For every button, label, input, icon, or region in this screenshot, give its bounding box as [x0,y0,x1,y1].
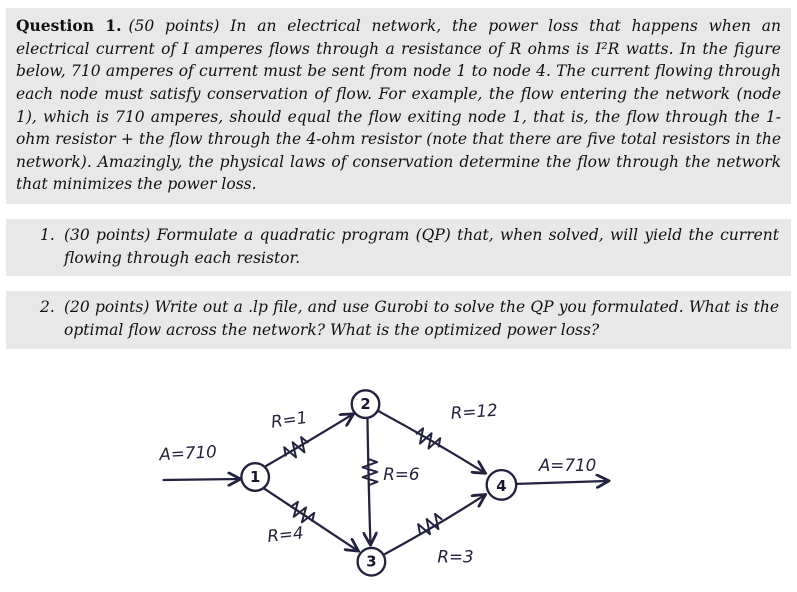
resistor-2-3-icon [361,457,379,486]
node-2-circle [350,388,381,419]
edge-label-r12: R=12 [450,399,498,422]
node-3-circle [356,546,387,577]
network-diagram: 1 2 3 4 A=710 A=710 R=1 R=12 R=6 R=4 R=3 [158,388,791,577]
edge-label-r3: R=3 [437,546,473,566]
question-paragraph: Question 1.(50 points) In an electrical … [6,8,791,204]
list-number-2: 2. [40,298,55,317]
network-figure: 1 2 3 4 A=710 A=710 R=1 R=12 R=6 R=4 R=3 [6,353,791,592]
node-4-label: 4 [496,477,506,494]
node-3-label: 3 [366,553,376,570]
node-1-circle [240,461,271,492]
list-item-part-2: 2. (20 points) Write out a .lp file, and… [6,291,791,349]
resistor-3-4-icon [417,512,443,535]
edge-1-2 [262,414,352,468]
node-2-label: 2 [360,396,370,413]
edge-2-3 [367,417,370,542]
output-arrow [516,480,607,483]
list-text-2: (20 points) Write out a .lp file, and us… [64,298,779,339]
node-1-label: 1 [250,468,260,485]
question-body: (50 points) In an electrical network, th… [16,17,782,194]
edge-label-r1: R=1 [270,406,309,431]
list-number-1: 1. [40,226,55,244]
question-parts-list: 1. (30 points) Formulate a quadratic pro… [6,219,791,349]
edge-label-r6: R=6 [383,463,419,483]
resistor-1-2-icon [283,435,309,458]
list-text-1: (30 points) Formulate a quadratic progra… [64,226,779,267]
input-arrow [162,478,239,479]
question-label: Question 1. [16,16,122,35]
resistor-1-3-icon [290,500,316,523]
node-4-circle [485,468,518,501]
list-item-part-1: 1. (30 points) Formulate a quadratic pro… [6,219,791,277]
edge-label-r4: R=4 [266,522,304,546]
output-flow-label: A=710 [538,455,596,475]
resistor-2-4-icon [415,426,442,449]
input-flow-label: A=710 [158,441,217,464]
